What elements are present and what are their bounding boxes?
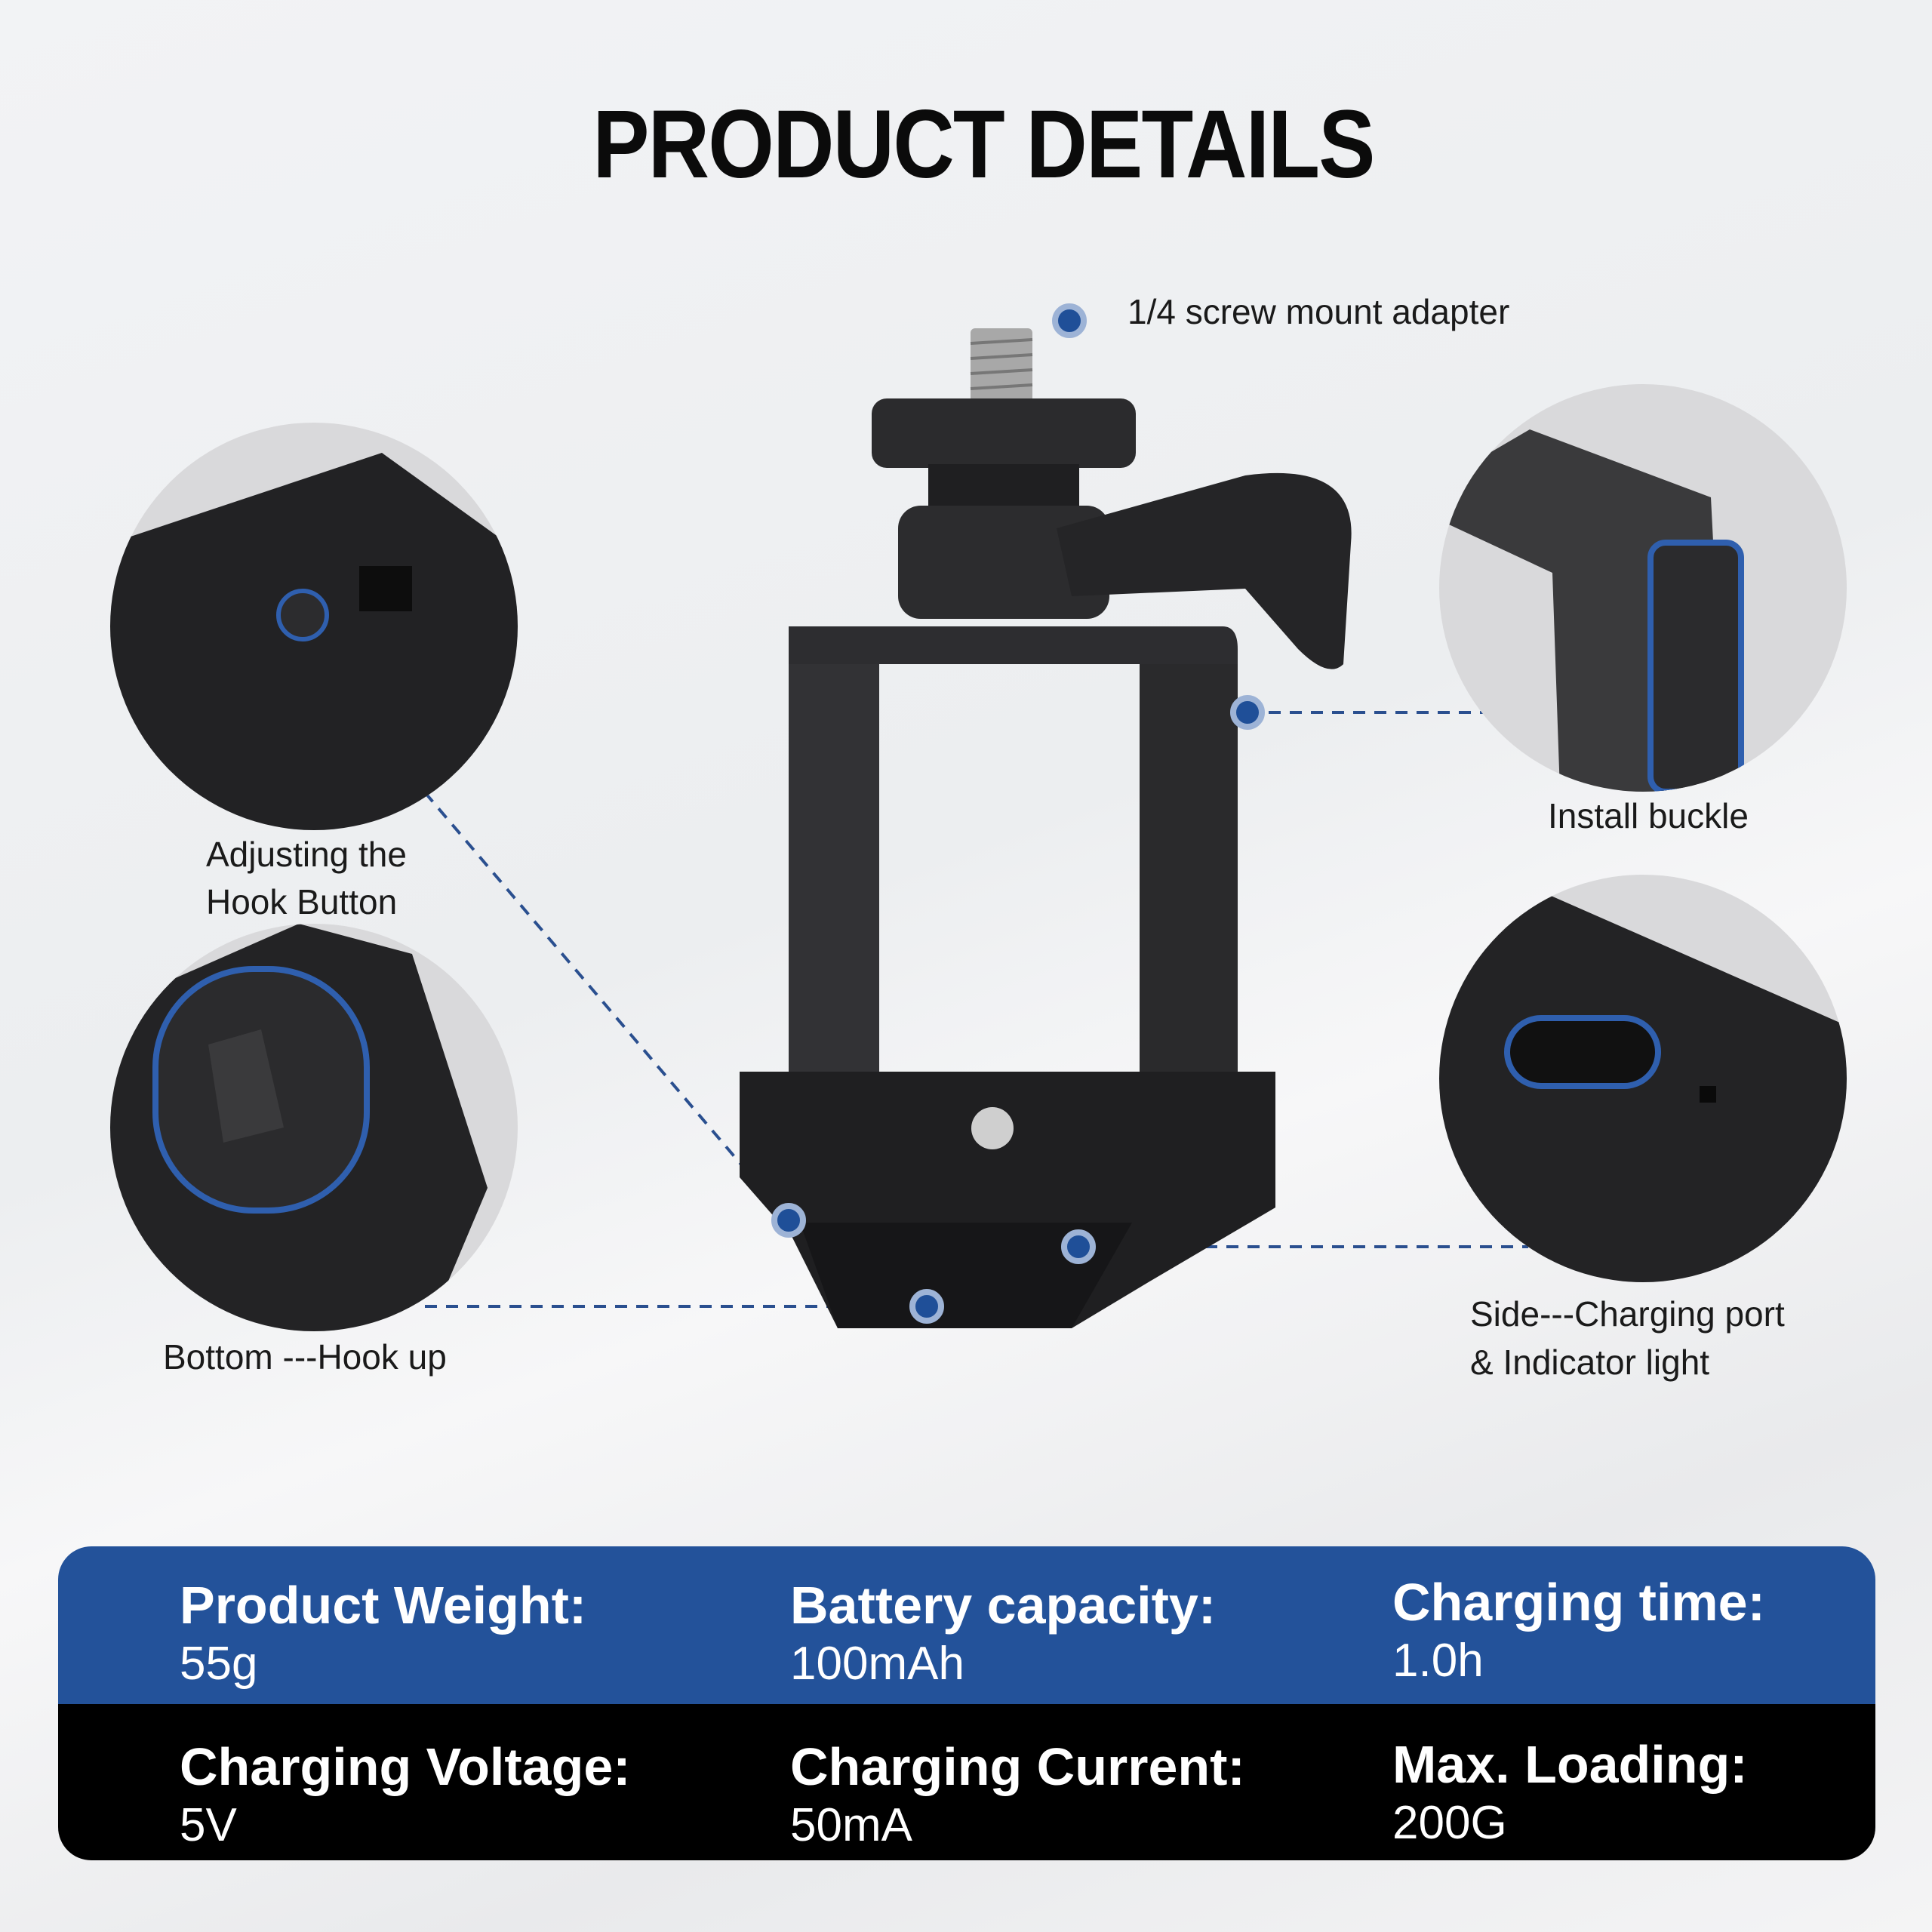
spec-label: Battery capacity: xyxy=(790,1576,1217,1635)
detail-buckle-image xyxy=(1439,384,1847,792)
spec-label: Product Weight: xyxy=(180,1576,587,1635)
detail-side-image xyxy=(1439,875,1847,1282)
specs-table: Product Weight:55g Battery capacity:100m… xyxy=(58,1546,1875,1860)
callout-side-1: Side---Charging port xyxy=(1470,1294,1785,1334)
dot-bottom xyxy=(909,1289,944,1324)
line-hook-button xyxy=(423,791,790,1222)
dot-hook-button xyxy=(771,1203,806,1238)
spec-weight: Product Weight:55g xyxy=(180,1575,586,1693)
callout-install-buckle: Install buckle xyxy=(1548,796,1749,835)
spec-value: 1.0h xyxy=(1392,1635,1484,1687)
spec-label: Max. Loading: xyxy=(1392,1735,1748,1794)
dot-screw xyxy=(1052,303,1087,338)
dot-buckle xyxy=(1230,695,1265,730)
spec-value: 5V xyxy=(180,1799,237,1851)
spec-label: Charging Voltage: xyxy=(180,1737,631,1796)
spec-battery: Battery capacity:100mAh xyxy=(790,1575,1216,1693)
spec-value: 50mA xyxy=(790,1799,912,1851)
spec-charging-time: Charging time:1.0h xyxy=(1392,1572,1765,1690)
spec-voltage: Charging Voltage:5V xyxy=(180,1737,631,1854)
spec-label: Charging time: xyxy=(1392,1573,1765,1632)
callout-hook-button-2: Hook Button xyxy=(206,882,398,921)
product-image xyxy=(740,328,1352,1328)
specs-row-1: Product Weight:55g Battery capacity:100m… xyxy=(58,1546,1875,1704)
spec-label: Charging Current: xyxy=(790,1737,1245,1796)
spec-value: 55g xyxy=(180,1638,258,1690)
spec-current: Charging Current:50mA xyxy=(790,1737,1245,1854)
callout-dots xyxy=(771,303,1265,1324)
specs-row-2: Charging Voltage:5V Charging Current:50m… xyxy=(58,1704,1875,1860)
dot-side xyxy=(1061,1229,1096,1264)
page-title: PRODUCT DETAILS xyxy=(592,91,1375,198)
callout-bottom-hook: Bottom ---Hook up xyxy=(163,1337,447,1377)
callout-screw-mount: 1/4 screw mount adapter xyxy=(1128,292,1510,331)
spec-value: 200G xyxy=(1392,1797,1507,1849)
spec-value: 100mAh xyxy=(790,1638,964,1690)
detail-hook-button-image xyxy=(110,423,518,830)
callout-hook-button-1: Adjusting the xyxy=(206,835,407,874)
detail-bottom-image xyxy=(110,924,518,1331)
spec-max-loading: Max. Loading:200G xyxy=(1392,1734,1748,1852)
callout-side-2: & Indicator light xyxy=(1470,1343,1710,1382)
